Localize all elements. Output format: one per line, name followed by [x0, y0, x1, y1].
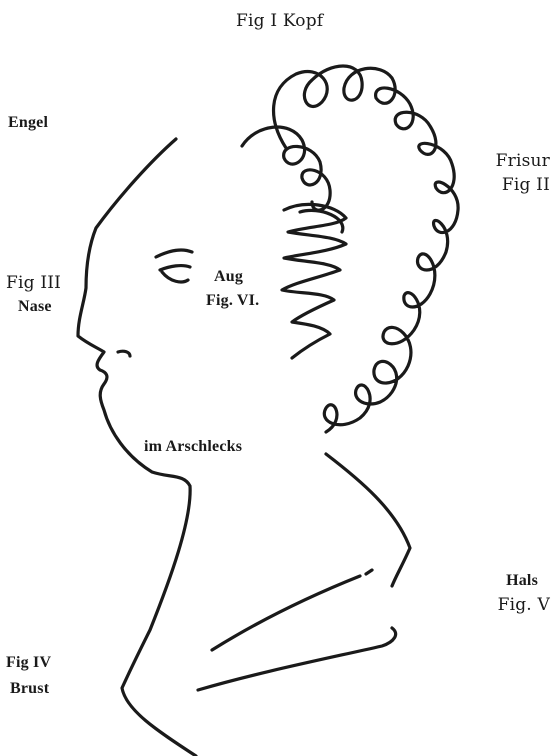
figure-6-label: Fig. VI.: [206, 290, 259, 312]
figure-4-label: Fig IV: [6, 652, 51, 674]
figure-5-label: Fig. V: [498, 594, 550, 616]
frisur-label: Frisur: [496, 150, 550, 172]
nostril-stroke: [118, 351, 130, 356]
collar-stroke-lower: [198, 628, 396, 690]
arschlecks-label: im Arschlecks: [144, 436, 242, 458]
eyebrow-stroke: [156, 250, 192, 257]
figure-3-label: Fig III: [6, 272, 61, 294]
hair-inner-curls: [242, 127, 346, 358]
figure-2-label: Fig II: [502, 174, 550, 196]
aug-label: Aug: [214, 266, 243, 288]
hals-label: Hals: [506, 570, 538, 592]
engel-label: Engel: [8, 112, 48, 134]
nase-label: Nase: [18, 296, 52, 318]
collar-dash: [366, 570, 372, 574]
figure-1-label: Fig I Kopf: [236, 10, 323, 32]
back-neck-line: [326, 454, 410, 586]
hair-curls: [274, 66, 459, 432]
eye-stroke: [160, 266, 190, 282]
collar-stroke-upper: [212, 576, 360, 650]
brust-label: Brust: [10, 678, 49, 700]
